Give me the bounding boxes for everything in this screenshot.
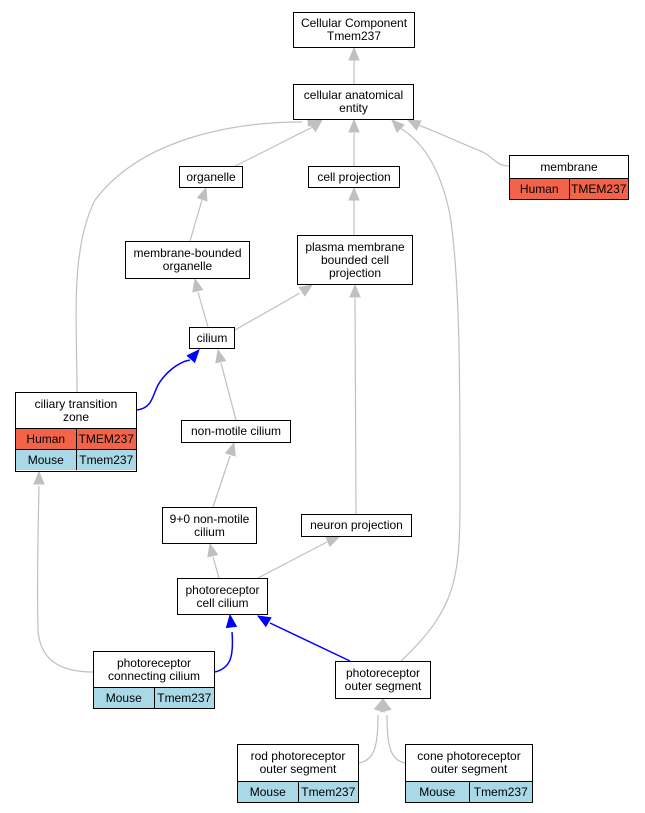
node-plasma-membrane-bounded-cell-projection[interactable]: plasma membrane bounded cell projection: [297, 235, 413, 285]
node-organelle[interactable]: organelle: [179, 166, 243, 188]
arrowhead: [33, 470, 45, 485]
gene-cell: Tmem237: [297, 782, 358, 802]
species-cell: Mouse: [406, 782, 469, 802]
arrowhead: [348, 118, 360, 133]
annotation-row-mouse: Mouse Tmem237: [94, 687, 214, 708]
node-label: membrane: [540, 159, 598, 174]
node-label: Cellular Component Tmem237: [300, 16, 408, 43]
node-label: plasma membrane bounded cell projection: [305, 239, 405, 280]
annotation-row-mouse: Mouse Tmem237: [406, 781, 532, 802]
arrowhead: [348, 46, 360, 61]
node-ciliary-transition-zone[interactable]: ciliary transition zone Human TMEM237 Mo…: [15, 392, 137, 472]
node-label: neuron projection: [310, 518, 403, 532]
node-cell-projection[interactable]: cell projection: [308, 166, 400, 188]
arrowhead: [406, 119, 422, 131]
node-membrane-bounded-organelle[interactable]: membrane-bounded organelle: [125, 241, 250, 279]
edge-photoreceptor-connecting-cilium-to-ciliary-transition-zone: [33, 470, 94, 673]
arrowhead: [349, 283, 361, 298]
species-cell: Mouse: [238, 782, 298, 802]
edge-cilium-to-plasma-membrane-bounded-cell-projection: [234, 284, 314, 331]
node-label: photoreceptor connecting cilium: [107, 655, 201, 683]
node-label: cell projection: [317, 169, 391, 184]
node-non-motile-cilium[interactable]: non-motile cilium: [181, 420, 291, 443]
node-label: ciliary transition zone: [34, 396, 118, 424]
edge-organelle-to-cellular-anatomical-entity: [234, 119, 324, 167]
annotation-row-mouse: Mouse Tmem237: [238, 781, 358, 802]
arrowhead: [186, 349, 200, 364]
gene-cell: Tmem237: [75, 450, 136, 470]
annotation-row-human: Human TMEM237: [510, 178, 628, 199]
species-cell: Human: [510, 179, 569, 199]
node-membrane[interactable]: membrane Human TMEM237: [509, 155, 629, 200]
arrowhead: [348, 186, 360, 201]
arrowhead: [256, 615, 272, 628]
node-cellular-anatomical-entity[interactable]: cellular anatomical entity: [293, 84, 414, 120]
node-label: rod photoreceptor outer segment: [250, 749, 346, 776]
species-cell: Mouse: [94, 688, 154, 708]
node-label: organelle: [186, 169, 236, 184]
gene-cell: TMEM237: [568, 179, 628, 199]
arrowhead: [225, 613, 238, 629]
arrowhead: [192, 277, 204, 293]
node-label: membrane-bounded organelle: [133, 246, 242, 273]
edge-non-motile-cilium-to-cilium: [215, 348, 237, 421]
arrowhead: [196, 186, 208, 202]
species-cell: Human: [16, 429, 76, 449]
node-9-0-non-motile-cilium[interactable]: 9+0 non-motile cilium: [162, 507, 257, 544]
arrowhead: [207, 542, 219, 558]
edge-cell-projection-to-cellular-anatomical-entity: [348, 118, 360, 166]
edge-plasma-membrane-bounded-cell-projection-to-cell-projection: [348, 186, 360, 235]
node-label: cilium: [196, 330, 228, 345]
node-label: cone photoreceptor outer segment: [417, 749, 521, 776]
edge-photoreceptor-outer-segment-to-photoreceptor-cell-cilium: [256, 615, 351, 662]
node-rod-photoreceptor-outer-segment[interactable]: rod photoreceptor outer segment Mouse Tm…: [237, 744, 359, 803]
edge-membrane-to-cellular-anatomical-entity: [406, 119, 510, 167]
species-cell: Mouse: [16, 450, 76, 470]
edge-cone-outer-segment-to-photoreceptor-outer-segment: [380, 697, 406, 764]
edge-cellular-anatomical-entity-to-cellular-component: [348, 46, 360, 84]
edge-nine-plus-zero-cilium-to-non-motile-cilium: [212, 441, 236, 508]
node-label: photoreceptor outer segment: [344, 666, 422, 693]
edge-rod-outer-segment-to-photoreceptor-outer-segment: [358, 697, 385, 764]
node-photoreceptor-connecting-cilium[interactable]: photoreceptor connecting cilium Mouse Tm…: [93, 651, 215, 709]
annotation-row-human: Human TMEM237: [16, 428, 136, 449]
node-label: photoreceptor cell cilium: [185, 582, 260, 610]
edge-cilium-to-membrane-bounded-organelle: [192, 277, 209, 328]
edge-photoreceptor-outer-segment-to-cellular-anatomical-entity: [391, 119, 461, 662]
node-photoreceptor-outer-segment[interactable]: photoreceptor outer segment: [335, 661, 431, 699]
edge-photoreceptor-cell-cilium-to-neuron-projection: [257, 536, 341, 579]
node-cilium[interactable]: cilium: [189, 327, 235, 349]
gene-cell: Tmem237: [468, 782, 532, 802]
node-cone-photoreceptor-outer-segment[interactable]: cone photoreceptor outer segment Mouse T…: [405, 744, 533, 803]
edge-photoreceptor-connecting-cilium-to-photoreceptor-cell-cilium: [214, 613, 238, 673]
gene-cell: TMEM237: [75, 429, 136, 449]
node-label: 9+0 non-motile cilium: [169, 511, 250, 539]
edge-neuron-projection-to-plasma-membrane-bounded-cell-projection: [349, 283, 361, 515]
node-label: non-motile cilium: [190, 424, 282, 438]
annotation-row-mouse: Mouse Tmem237: [16, 449, 136, 470]
arrowhead: [380, 697, 392, 713]
node-photoreceptor-cell-cilium[interactable]: photoreceptor cell cilium: [177, 578, 268, 615]
node-cellular-component[interactable]: Cellular Component Tmem237: [293, 12, 415, 48]
node-neuron-projection[interactable]: neuron projection: [301, 514, 412, 537]
arrowhead: [224, 441, 236, 457]
edge-ciliary-transition-zone-to-cilium: [136, 349, 200, 411]
node-label: cellular anatomical entity: [303, 88, 404, 115]
gene-cell: Tmem237: [153, 688, 214, 708]
arrowhead: [391, 119, 405, 133]
edge-membrane-bounded-organelle-to-organelle: [189, 186, 208, 242]
edge-photoreceptor-cell-cilium-to-nine-plus-zero-cilium: [207, 542, 220, 579]
arrowhead: [215, 348, 227, 364]
arrowhead: [325, 536, 341, 548]
arrowhead: [298, 284, 314, 297]
